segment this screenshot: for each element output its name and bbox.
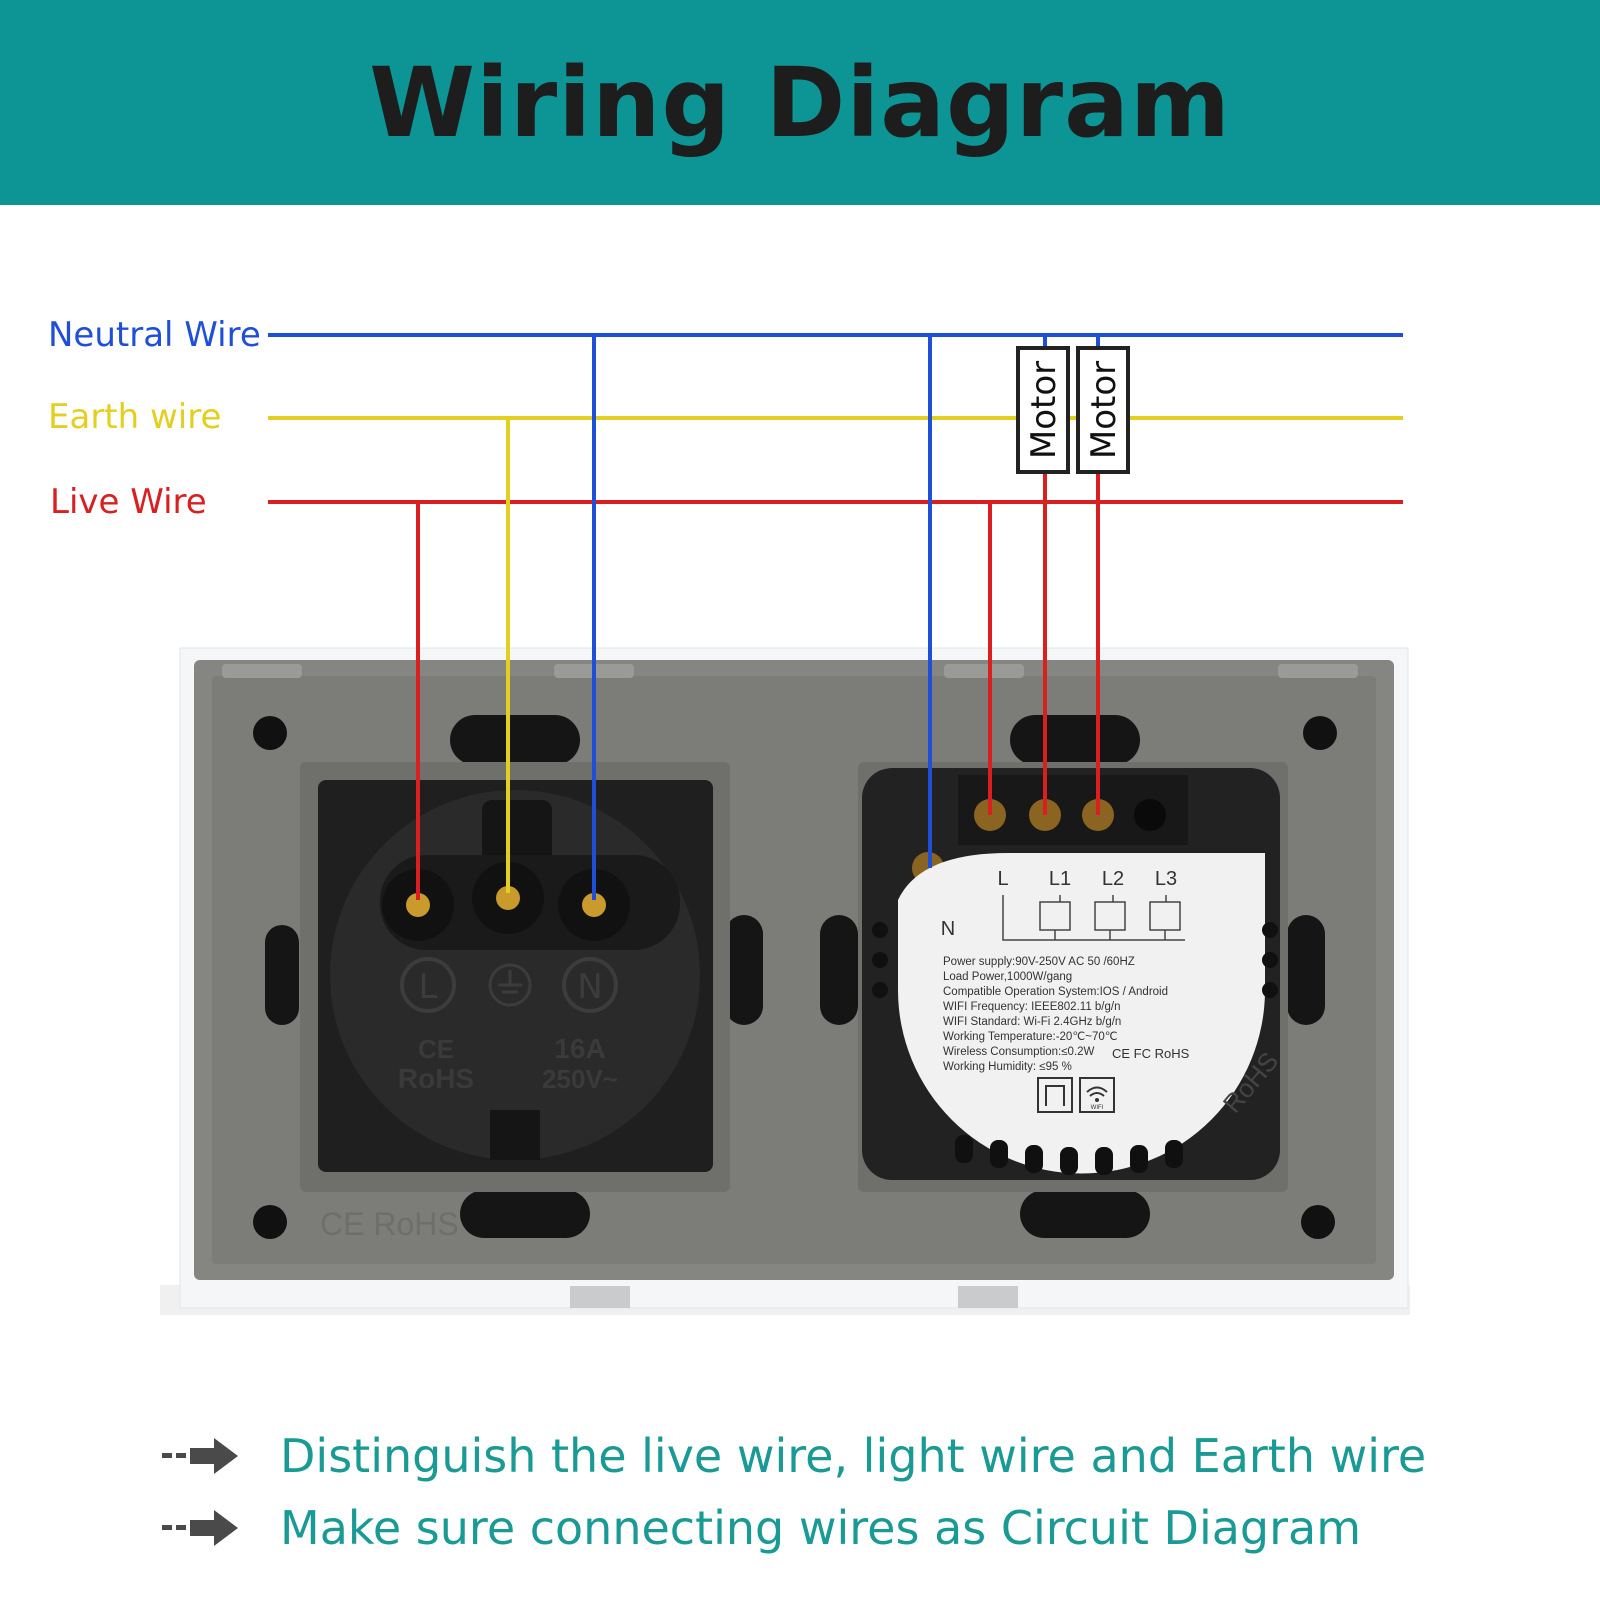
page-title: Wiring Diagram	[369, 46, 1231, 159]
instruction-notes: Distinguish the live wire, light wire an…	[160, 1420, 1460, 1564]
socket-mark-rating: 16A	[554, 1033, 605, 1064]
motor-label: Motor	[1024, 361, 1064, 459]
plate-mark: CE RoHS	[320, 1206, 459, 1242]
wire-lines	[268, 333, 1403, 900]
socket-label-l: L	[419, 967, 438, 1007]
spec-line: Wireless Consumption:≤0.2W	[943, 1046, 1095, 1058]
cert-marks: CE FC RoHS	[1112, 1046, 1190, 1061]
socket-module: L N CE RoHS 16A 250V~	[300, 762, 730, 1192]
switch-terminal-l3	[1134, 799, 1166, 831]
label-l: L	[997, 868, 1008, 890]
note-text: Make sure connecting wires as Circuit Di…	[280, 1501, 1362, 1555]
spec-line: Compatible Operation System:IOS / Androi…	[943, 986, 1168, 998]
note-text: Distinguish the live wire, light wire an…	[280, 1429, 1427, 1483]
spec-label	[898, 853, 1265, 1174]
spec-line: Load Power,1000W/gang	[943, 971, 1072, 983]
spec-lines: Power supply:90V-250V AC 50 /60HZ Load Po…	[943, 956, 1168, 1073]
label-l2: L2	[1102, 868, 1124, 890]
spec-line: Working Temperature:-20℃~70℃	[943, 1031, 1118, 1043]
motor-box-2: Motor	[1076, 346, 1130, 474]
relay-icon	[1037, 1077, 1073, 1113]
live-wire-label: Live Wire	[50, 482, 207, 522]
socket-mark-voltage: 250V~	[542, 1064, 618, 1094]
header-banner: Wiring Diagram	[0, 0, 1600, 205]
wifi-icon	[1079, 1077, 1115, 1113]
earth-wire-label: Earth wire	[48, 397, 222, 437]
label-l3: L3	[1155, 868, 1177, 890]
note-item: Distinguish the live wire, light wire an…	[160, 1420, 1460, 1492]
socket-mark-ce: CE	[418, 1034, 454, 1064]
spec-line: Working Humidity: ≤95 %	[943, 1061, 1072, 1073]
socket-label-n: N	[577, 967, 602, 1007]
spec-line: WIFI Frequency: IEEE802.11 b/g/n	[943, 1001, 1121, 1013]
arrow-icon	[162, 1510, 238, 1546]
socket-mark-rohs: RoHS	[398, 1063, 474, 1094]
wifi-label: WIFI	[1091, 1105, 1104, 1111]
relay-schematic-icon	[1002, 895, 1185, 941]
motor-label: Motor	[1084, 361, 1124, 459]
spec-line: Power supply:90V-250V AC 50 /60HZ	[943, 956, 1135, 968]
motor-box-1: Motor	[1016, 346, 1070, 474]
earth-symbol-icon	[488, 963, 532, 1007]
svg-text:Power supply:90V-250V AC 50 /: Power supply:90V-250V AC 50 /60HZ Load Po…	[943, 956, 1168, 1073]
note-item: Make sure connecting wires as Circuit Di…	[160, 1492, 1460, 1564]
switch-module: L L1 L2 L3 N Power supply:90V-250V AC 50…	[858, 762, 1288, 1192]
spec-line: WIFI Standard: Wi-Fi 2.4GHz b/g/n	[943, 1016, 1121, 1028]
label-n: N	[941, 918, 955, 940]
arrow-icon	[162, 1438, 238, 1474]
neutral-wire-label: Neutral Wire	[48, 315, 261, 355]
label-l1: L1	[1049, 868, 1071, 890]
